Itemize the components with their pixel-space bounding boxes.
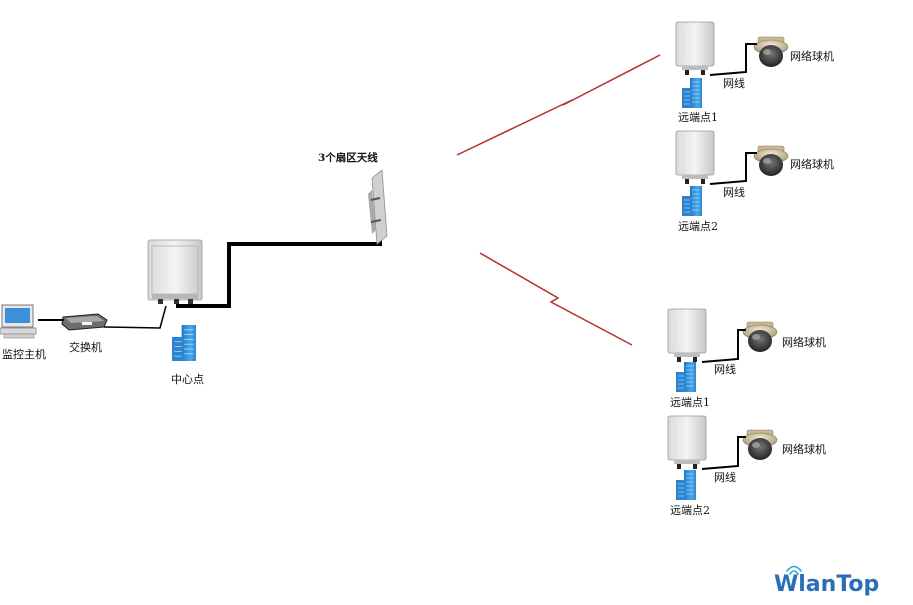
remote-point-label: 远端点2	[670, 504, 710, 517]
remote-site-lower-1	[667, 308, 778, 393]
cable-label: 网线	[714, 471, 736, 484]
camera-label: 网络球机	[790, 50, 834, 63]
remote-point-label: 远端点1	[678, 111, 718, 124]
wireless-link-upper	[456, 54, 661, 156]
dome-camera-icon	[742, 321, 778, 353]
camera-label: 网络球机	[782, 443, 826, 456]
remote-point-label: 远端点1	[670, 396, 710, 409]
remote-site-upper-2	[675, 130, 789, 217]
dome-camera-icon	[753, 145, 789, 177]
outdoor-cpe-icon	[675, 21, 715, 76]
building-icon	[681, 185, 703, 217]
switch-icon	[61, 313, 108, 331]
center-point-label: 中心点	[171, 373, 204, 386]
remote-site-upper-1	[675, 21, 789, 109]
camera-label: 网络球机	[782, 336, 826, 349]
dome-camera-icon	[742, 429, 778, 461]
sector-antenna-label: 3个扇区天线	[318, 152, 378, 164]
building-icon	[675, 361, 697, 393]
monitor-host-label: 监控主机	[2, 348, 46, 361]
cable-label: 网线	[723, 77, 745, 90]
computer-icon	[0, 304, 37, 339]
switch-label: 交换机	[69, 341, 102, 354]
outdoor-cpe-icon	[667, 415, 707, 470]
center-cpe-icon	[147, 239, 203, 304]
building-icon	[675, 469, 697, 501]
cable-label: 网线	[723, 186, 745, 199]
dome-camera-icon	[753, 36, 789, 68]
camera-label: 网络球机	[790, 158, 834, 171]
remote-site-lower-2	[667, 415, 778, 501]
brand-wave-icon	[786, 565, 802, 575]
cable-label: 网线	[714, 363, 736, 376]
center-building-icon	[171, 324, 197, 362]
outdoor-cpe-icon	[667, 308, 707, 363]
cable-lines-left	[38, 226, 382, 329]
building-icon	[681, 77, 703, 109]
wireless-link-lower	[479, 252, 633, 346]
sector-antenna-icon	[368, 169, 388, 245]
remote-point-label: 远端点2	[678, 220, 718, 233]
brand-logo: WlanTop	[774, 572, 880, 597]
outdoor-cpe-icon	[675, 130, 715, 185]
